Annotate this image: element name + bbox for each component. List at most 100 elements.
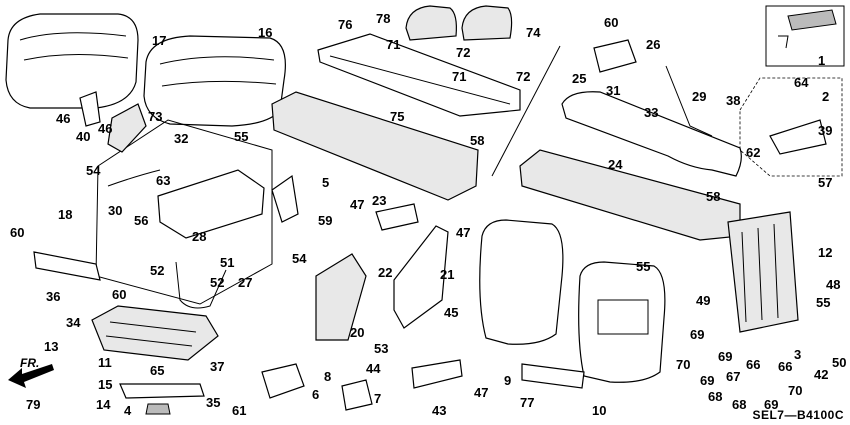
callout-42: 42: [814, 367, 829, 382]
callout-14: 14: [96, 397, 111, 412]
callout-73: 73: [148, 109, 163, 124]
callout-46-left: 46: [56, 111, 71, 126]
callout-51: 51: [220, 255, 235, 270]
callout-47-left: 47: [350, 197, 365, 212]
callout-71: 71: [452, 69, 467, 84]
callout-67: 67: [726, 369, 741, 384]
bracket-36: [33, 251, 101, 281]
callout-12: 12: [818, 245, 833, 260]
callout-29: 29: [692, 89, 707, 104]
callout-47: 47: [456, 225, 471, 240]
callout-52: 52: [210, 275, 225, 290]
callout-64: 64: [794, 75, 809, 90]
callout-23: 23: [372, 193, 387, 208]
seat-back-cover-9: [479, 219, 564, 345]
callout-62: 62: [746, 145, 761, 160]
callout-9: 9: [504, 373, 512, 388]
seat-back-cover-10: [578, 261, 666, 383]
callout-30: 30: [108, 203, 123, 218]
callout-2: 2: [822, 89, 830, 104]
callout-34: 34: [66, 315, 81, 330]
cable-30: [107, 169, 161, 187]
callout-70-left: 70: [676, 357, 691, 372]
callout-53: 53: [374, 341, 389, 356]
front-direction-arrow-icon: [8, 364, 54, 388]
callout-46: 46: [98, 121, 113, 136]
callout-60-left: 60: [10, 225, 25, 240]
callout-26: 26: [646, 37, 661, 52]
callout-31: 31: [606, 83, 621, 98]
callout-52-left: 52: [150, 263, 165, 278]
callout-72: 72: [516, 69, 531, 84]
callout-15: 15: [98, 377, 113, 392]
callout-61: 61: [232, 403, 247, 418]
cover-6: [261, 363, 305, 399]
callout-60-top: 60: [604, 15, 619, 30]
callout-69-mid: 69: [718, 349, 733, 364]
callout-38: 38: [726, 93, 741, 108]
callout-69: 69: [700, 373, 715, 388]
bracket-5: [271, 174, 299, 223]
side-cover-73: [107, 103, 147, 153]
callout-48: 48: [826, 277, 841, 292]
callout-22: 22: [378, 265, 393, 280]
callout-10: 10: [592, 403, 607, 418]
latch-bracket-62: [769, 119, 827, 155]
callout-55-right: 55: [816, 295, 831, 310]
section-divider: [491, 45, 561, 177]
clip-part-1: [787, 9, 837, 31]
callout-69-top: 69: [690, 327, 705, 342]
bracket-26: [593, 39, 637, 73]
callout-77: 77: [520, 395, 535, 410]
callout-70: 70: [788, 383, 803, 398]
callout-78: 78: [376, 11, 391, 26]
callout-18: 18: [58, 207, 73, 222]
handle-77: [521, 363, 585, 389]
callout-57: 57: [818, 175, 833, 190]
callout-24: 24: [608, 157, 623, 172]
callout-49: 49: [696, 293, 711, 308]
seat-cushion-16: [143, 35, 286, 127]
callout-58: 58: [470, 133, 485, 148]
callout-5: 5: [322, 175, 330, 190]
callout-54: 54: [292, 251, 307, 266]
clip-hook: [778, 35, 789, 49]
seat-pan-34: [91, 305, 219, 361]
seat-back-pad-75: [271, 91, 479, 201]
callout-36: 36: [46, 289, 61, 304]
diagram-code: SEL7—B4100C: [752, 408, 844, 422]
callout-39: 39: [818, 123, 833, 138]
callout-75: 75: [390, 109, 405, 124]
seat-frame-18: [157, 169, 265, 239]
tray-35: [119, 383, 205, 399]
callout-50: 50: [832, 355, 847, 370]
callout-25: 25: [572, 71, 587, 86]
callout-54-left: 54: [86, 163, 101, 178]
pad-4: [145, 403, 171, 415]
callout-43: 43: [432, 403, 447, 418]
callout-59: 59: [318, 213, 333, 228]
callout-17: 17: [152, 33, 167, 48]
callout-3: 3: [794, 347, 802, 362]
callout-7: 7: [374, 391, 382, 406]
callout-68: 68: [708, 389, 723, 404]
callout-72-top: 72: [456, 45, 471, 60]
callout-27: 27: [238, 275, 253, 290]
callout-28: 28: [192, 229, 207, 244]
callout-63: 63: [156, 173, 171, 188]
callout-21: 21: [440, 267, 455, 282]
callout-11: 11: [98, 355, 112, 370]
callout-60: 60: [112, 287, 127, 302]
callout-66: 66: [778, 359, 793, 374]
callout-71-top: 71: [386, 37, 401, 52]
side-bracket-21: [393, 225, 449, 329]
headrest-74: [461, 5, 513, 41]
callout-45: 45: [444, 305, 459, 320]
callout-69-bottom: 69: [764, 397, 779, 412]
callout-16: 16: [258, 25, 273, 40]
rear-seat-back-frame-25: [561, 91, 742, 177]
callout-4: 4: [124, 403, 132, 418]
rod-27: [175, 261, 227, 309]
bracket-40: [79, 91, 101, 127]
